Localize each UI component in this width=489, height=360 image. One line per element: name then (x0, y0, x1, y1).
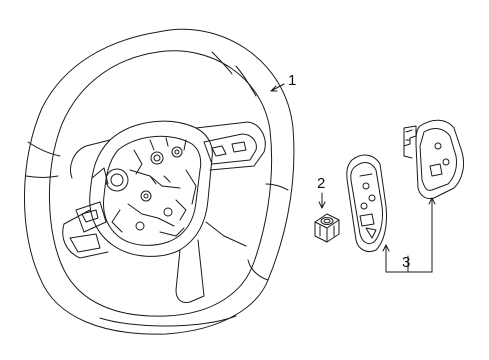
callout-1: 1 (288, 72, 297, 89)
steering-switch-left (346, 154, 390, 259)
callout-3: 3 (402, 254, 411, 271)
callout-2: 2 (317, 175, 326, 192)
hub-nut (314, 192, 340, 243)
steering-switch-right (403, 119, 465, 273)
steering-wheel (24, 28, 295, 335)
callout-3-bracket (385, 257, 433, 273)
